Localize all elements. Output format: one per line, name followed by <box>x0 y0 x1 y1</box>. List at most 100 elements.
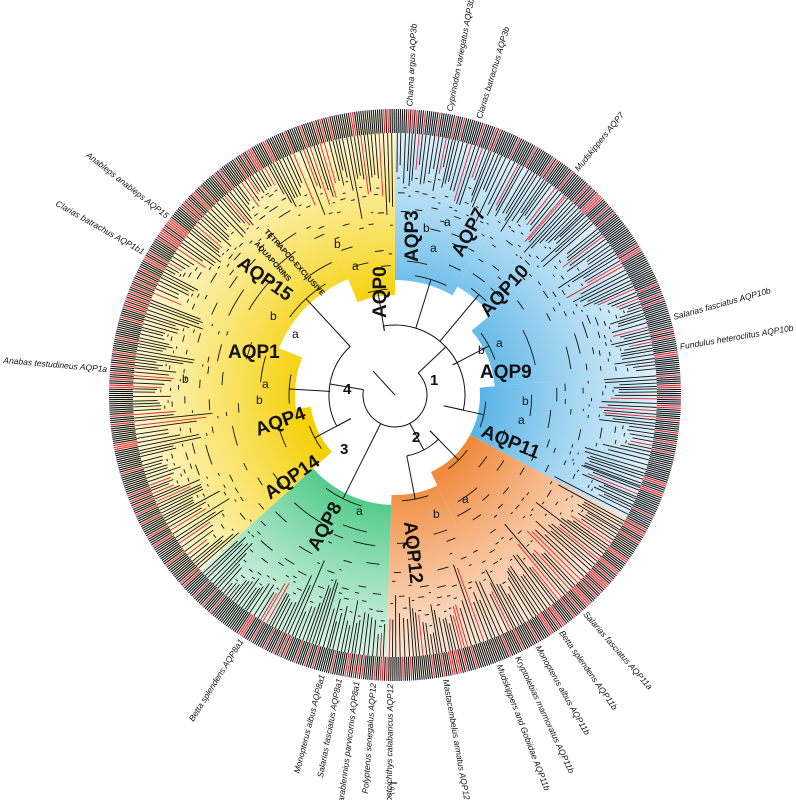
leaf-tip <box>188 575 207 594</box>
branch <box>625 440 627 444</box>
branch <box>277 601 293 630</box>
leaf-tip <box>122 474 146 483</box>
branch <box>603 484 636 500</box>
leaf-tip <box>599 216 620 233</box>
branch <box>407 618 411 657</box>
branch <box>432 137 444 191</box>
branch <box>382 624 386 657</box>
branch <box>471 150 490 196</box>
leaf-tip <box>344 652 350 677</box>
leaf-tip <box>166 552 187 568</box>
leaf-tip <box>650 330 674 338</box>
clade-label-aqp9: AQP9 <box>480 362 532 383</box>
leaf-label: Betta splendens AQP8a1 <box>187 637 246 723</box>
subclade-mark: a <box>444 215 451 229</box>
leaf-tip <box>165 550 186 567</box>
leaf-tip <box>462 118 470 143</box>
branch <box>317 562 321 565</box>
branch <box>458 146 480 206</box>
branch <box>520 232 524 235</box>
leaf-tip <box>542 158 557 179</box>
leaf-tip <box>299 125 309 149</box>
branch <box>133 408 162 412</box>
branch <box>197 333 202 343</box>
branch <box>507 567 539 615</box>
branch <box>608 326 611 330</box>
branch <box>440 220 447 224</box>
branch <box>158 280 190 296</box>
branch <box>567 284 570 288</box>
branch <box>603 334 606 339</box>
leaf-tip <box>246 619 261 641</box>
branch <box>620 444 651 453</box>
leaf-tip <box>540 157 555 178</box>
branch <box>170 508 207 531</box>
leaf-tip <box>643 476 667 485</box>
leaf-tip <box>109 378 134 381</box>
branch <box>541 553 574 588</box>
leaf-tip <box>115 452 140 459</box>
subclade-mark: b <box>478 343 485 357</box>
branch <box>451 584 457 587</box>
leaf-tip <box>530 150 545 172</box>
branch <box>555 501 559 506</box>
leaf-tip <box>597 560 617 577</box>
leaf-tip <box>111 357 136 362</box>
branch <box>315 579 337 645</box>
branch <box>549 481 553 485</box>
leaf-tip <box>500 634 512 657</box>
leaf-tip <box>122 306 146 315</box>
leaf-tip <box>565 177 582 197</box>
leaf-tip <box>159 543 180 558</box>
branch <box>605 342 607 347</box>
branch <box>614 426 617 434</box>
branch <box>512 554 551 607</box>
leaf-tip <box>631 506 654 518</box>
branch <box>437 179 441 181</box>
leaf-tip <box>345 113 351 137</box>
leaf-tip <box>174 561 194 578</box>
leaf-tip <box>566 591 584 611</box>
leaf-tip <box>612 540 634 555</box>
branch <box>150 483 170 492</box>
leaf-tip <box>181 568 200 586</box>
leaf-tip <box>652 345 677 351</box>
branch <box>489 236 494 240</box>
subclade-mark: a <box>352 259 359 273</box>
branch <box>233 580 250 602</box>
leaf-tip <box>587 200 606 218</box>
branch <box>619 348 622 351</box>
branch <box>237 403 240 413</box>
branch <box>148 477 171 486</box>
branch <box>134 412 213 422</box>
leaf-tip <box>346 653 352 678</box>
leaf-tip <box>161 546 182 562</box>
branch <box>626 306 642 313</box>
branch <box>452 605 466 648</box>
branch <box>135 356 184 365</box>
branch <box>555 220 591 253</box>
branch <box>361 600 367 602</box>
branch <box>569 238 606 266</box>
leaf-tip <box>114 338 139 345</box>
leaf-tip <box>277 133 289 157</box>
leaf-tip <box>301 642 311 666</box>
leaf-tip <box>129 286 153 297</box>
branch <box>415 209 423 212</box>
branch <box>529 273 533 277</box>
leaf-tip <box>554 168 571 188</box>
branch <box>272 162 297 208</box>
leaf-tip <box>607 547 628 563</box>
leaf-tip <box>656 378 681 381</box>
branch <box>293 153 316 206</box>
branch <box>171 453 174 459</box>
leaf-tip <box>152 241 174 256</box>
leaf-tip <box>488 639 498 663</box>
leaf-tip <box>503 134 515 158</box>
leaf-tip <box>591 205 610 223</box>
branch <box>509 558 513 561</box>
branch <box>231 528 234 531</box>
leaf-tip <box>438 653 444 678</box>
branch <box>610 397 657 400</box>
branch <box>220 524 225 529</box>
